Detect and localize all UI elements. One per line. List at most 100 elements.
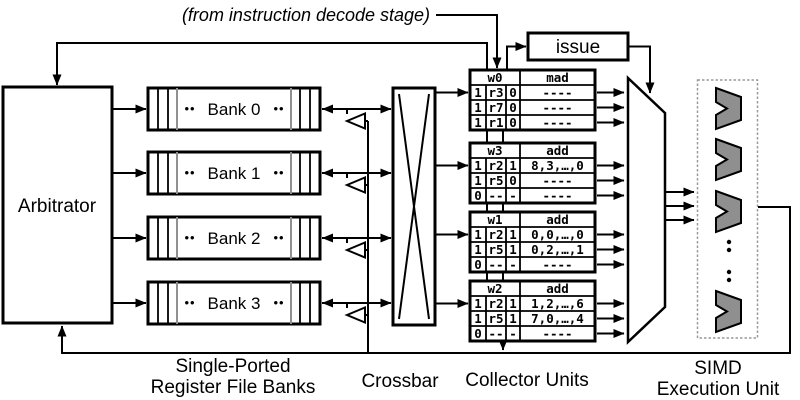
cell: 1 [509,242,517,257]
crossbar-box [391,86,437,327]
tristate-buffer-icon [344,238,368,259]
bank-1: •• Bank 1 •• [146,150,322,196]
collector-unit-w2: w2 add 1 r2 1 1,2,…,6 1 r5 1 7,0,…,4 0 -… [468,279,597,343]
simd-label-line1: SIMD [694,358,742,379]
section-labels: Single-Ported Register File Banks Crossb… [151,356,780,400]
collector-to-mux-arrows [597,88,625,338]
warp-id: w0 [487,70,502,85]
opcode: add [546,143,569,158]
cell: - [509,188,517,203]
bank-dots: •• [273,230,284,245]
crossbar-label: Crossbar [361,371,439,392]
arrowhead [322,104,333,114]
cell: r2 [488,296,503,311]
cell: 1 [474,227,482,242]
bank-0: •• Bank 0 •• [146,86,322,132]
bank-2: •• Bank 2 •• [146,215,322,261]
opcode: add [546,212,569,227]
register-file-label-line1: Single-Ported [175,356,290,377]
alu-icon [715,189,742,234]
bank-dots: •• [184,101,195,116]
alu-icon [715,289,742,334]
register-file-banks: •• Bank 0 •• •• Bank 1 •• •• B [146,86,322,326]
mux-to-simd-arrows [666,187,695,225]
collector-to-arbitrator-arrow [52,42,488,86]
bank-crossbar-arrows [322,104,392,308]
register-file-label-line2: Register File Banks [151,377,316,398]
cell: 0 [509,100,517,115]
cell: 1 [509,227,517,242]
alu-icon [715,137,742,182]
vertical-ellipsis-icon [726,239,732,283]
bank-dots: •• [184,165,195,180]
cell: 1 [509,311,517,326]
cell: -- [488,188,503,203]
cell: 1,2,…,6 [531,296,584,311]
opcode: add [546,281,569,296]
cell: 1 [474,242,482,257]
tristate-buffer-icon [344,109,368,130]
warp-id: w3 [487,143,502,158]
cell: r3 [488,85,503,100]
cell: 1 [474,158,482,173]
issue-label: issue [556,37,600,58]
tristate-buffer-icon [344,303,368,324]
cell: r2 [488,227,503,242]
cell: 1 [474,115,482,130]
collector-unit-w3: w3 add 1 r2 1 8,3,…,0 1 r5 0 ---- 0 -- -… [468,141,597,205]
warp-id: w1 [487,212,502,227]
collector-to-issue-arrow [506,42,527,70]
cell: ---- [542,326,572,341]
arbitrator-to-bank-arrows [113,104,147,308]
cell: 0 [509,115,517,130]
operand-mux-shape [626,75,667,345]
cell: ---- [542,173,572,188]
bank-3: •• Bank 3 •• [146,280,322,326]
cell: - [509,326,517,341]
cell: 0,0,…,0 [531,227,584,242]
tristate-buffer-icon [344,173,368,194]
arbitrator-box: Arbitrator [1,85,114,325]
bank-label: Bank 1 [208,164,261,183]
arbitrator-label: Arbitrator [18,196,97,217]
warp-id: w2 [487,281,502,296]
bank-label: Bank 2 [208,229,261,248]
cell: 0 [474,257,482,272]
cell: -- [488,326,503,341]
cell: 1 [509,296,517,311]
simd-label-line2: Execution Unit [657,379,780,400]
bank-dots: •• [273,295,284,310]
cell: 7,0,…,4 [531,311,584,326]
issue-box: issue [526,31,630,62]
issue-to-mux-arrow [628,45,655,94]
bank-dots: •• [273,165,284,180]
cell: 1 [474,311,482,326]
bank-dots: •• [273,101,284,116]
cell: r1 [488,115,503,130]
cell: 1 [474,100,482,115]
arrowhead [322,233,333,243]
bank-dots: •• [184,230,195,245]
arrowhead [322,298,333,308]
simd-border [696,79,759,339]
cell: ---- [542,188,572,203]
cell: r5 [488,242,503,257]
cell: r5 [488,311,503,326]
collector-unit-w0: w0 mad 1 r3 0 ---- 1 r7 0 ---- 1 r1 0 --… [468,68,597,132]
cell: 1 [474,173,482,188]
cell: 1 [474,296,482,311]
crossbar-to-collector-arrows [436,88,469,308]
opcode: mad [546,70,569,85]
decode-to-collector-arrow [436,14,502,69]
writeback-bus [344,109,369,353]
cell: 1 [509,158,517,173]
cell: ---- [542,257,572,272]
cell: 0,2,…,1 [531,242,584,257]
cell: ---- [542,115,572,130]
cell: r2 [488,158,503,173]
crossbar-x-icon [398,93,430,320]
cell: 8,3,…,0 [531,158,584,173]
collector-units-label: Collector Units [465,370,589,391]
cell: r7 [488,100,503,115]
